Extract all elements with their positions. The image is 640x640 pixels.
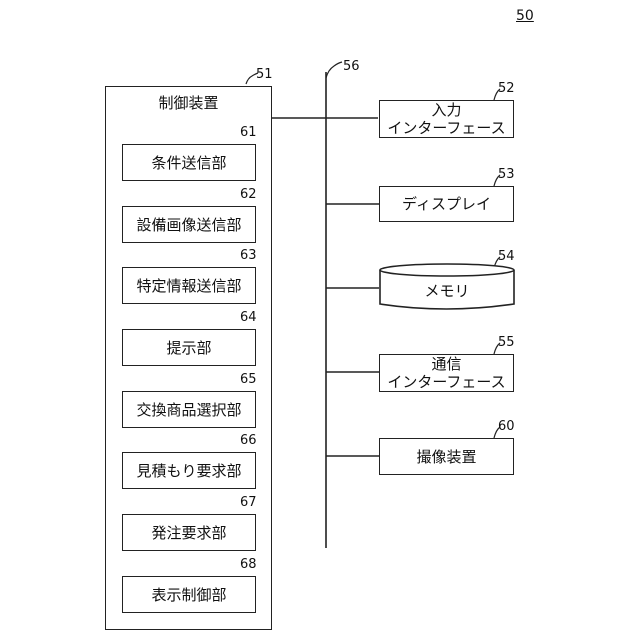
controller-ref: 51 [256, 68, 273, 82]
unit-ref: 61 [240, 126, 257, 140]
device-label-line1: ディスプレイ [402, 195, 491, 213]
controller-title: 制御装置 [105, 94, 272, 112]
device-communication-interface: 通信 インターフェース [379, 354, 514, 392]
unit-label: 提示部 [166, 339, 211, 357]
unit-ref: 64 [240, 311, 257, 325]
device-label-line2: インターフェース [387, 119, 505, 137]
unit-presenter: 提示部 [122, 329, 256, 366]
device-label-line1: 入力 [431, 101, 461, 119]
unit-estimate-requester: 見積もり要求部 [122, 452, 256, 489]
unit-ref: 62 [240, 188, 257, 202]
unit-ref: 65 [240, 373, 257, 387]
unit-label: 交換商品選択部 [136, 401, 241, 419]
device-imaging-device: 撮像装置 [379, 438, 514, 475]
bus-ref: 56 [343, 60, 360, 74]
device-display: ディスプレイ [379, 186, 514, 222]
device-label-line1: 撮像装置 [416, 448, 476, 466]
unit-label: 設備画像送信部 [136, 216, 241, 234]
device-ref: 53 [498, 168, 515, 182]
unit-label: 表示制御部 [151, 586, 226, 604]
unit-label: 見積もり要求部 [136, 462, 241, 480]
unit-condition-transmitter: 条件送信部 [122, 144, 256, 181]
device-ref: 52 [498, 82, 515, 96]
device-label-line1: メモリ [424, 282, 469, 300]
unit-label: 特定情報送信部 [136, 277, 241, 295]
unit-equipment-image-transmitter: 設備画像送信部 [122, 206, 256, 243]
unit-ref: 67 [240, 496, 257, 510]
unit-specific-info-transmitter: 特定情報送信部 [122, 267, 256, 304]
device-label-line2: インターフェース [387, 373, 505, 391]
unit-replacement-product-selector: 交換商品選択部 [122, 391, 256, 428]
device-input-interface: 入力 インターフェース [379, 100, 514, 138]
unit-ref: 63 [240, 249, 257, 263]
unit-label: 発注要求部 [151, 524, 226, 542]
device-ref: 55 [498, 336, 515, 350]
leader-56 [326, 62, 342, 78]
unit-display-controller: 表示制御部 [122, 576, 256, 613]
device-ref: 54 [498, 250, 515, 264]
memory-cylinder-top [380, 264, 514, 276]
device-memory: メモリ [380, 276, 514, 306]
unit-label: 条件送信部 [151, 154, 226, 172]
unit-ref: 66 [240, 434, 257, 448]
unit-ref: 68 [240, 558, 257, 572]
device-label-line1: 通信 [431, 355, 461, 373]
device-ref: 60 [498, 420, 515, 434]
unit-order-requester: 発注要求部 [122, 514, 256, 551]
